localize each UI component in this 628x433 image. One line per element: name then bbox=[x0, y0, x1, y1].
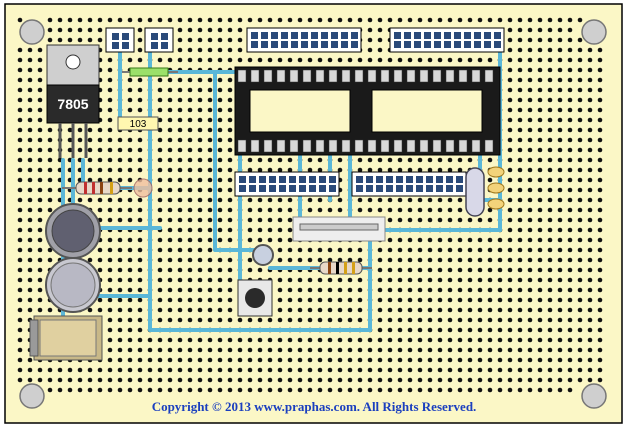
terminal-block bbox=[29, 315, 103, 361]
trimmer-label: 103 bbox=[130, 119, 147, 130]
resistor-2 bbox=[310, 261, 372, 275]
capacitor-1 bbox=[45, 203, 101, 259]
led-small bbox=[133, 178, 153, 198]
header-mid-10x2 bbox=[234, 171, 340, 197]
copyright-text: Copyright © 2013 www.praphas.com. All Ri… bbox=[151, 399, 477, 414]
resistor-1 bbox=[62, 181, 132, 195]
regulator-label: 7805 bbox=[57, 96, 88, 112]
header-2pin-right bbox=[144, 27, 174, 53]
led bbox=[252, 244, 274, 266]
trimmer: 103 bbox=[117, 116, 159, 131]
diode bbox=[122, 67, 178, 77]
capacitor-2 bbox=[45, 257, 101, 313]
header-2pin-left bbox=[105, 27, 135, 53]
crystal bbox=[465, 166, 505, 217]
header-mid-11x2 bbox=[351, 171, 467, 197]
header-top-10x2 bbox=[389, 27, 505, 53]
ic-socket-40pin bbox=[234, 66, 501, 156]
mounting-holes bbox=[19, 19, 607, 409]
voltage-regulator: 7805 bbox=[46, 44, 100, 158]
resistor-network bbox=[292, 216, 386, 242]
header-top-8x2 bbox=[246, 27, 362, 53]
push-button bbox=[237, 279, 273, 317]
